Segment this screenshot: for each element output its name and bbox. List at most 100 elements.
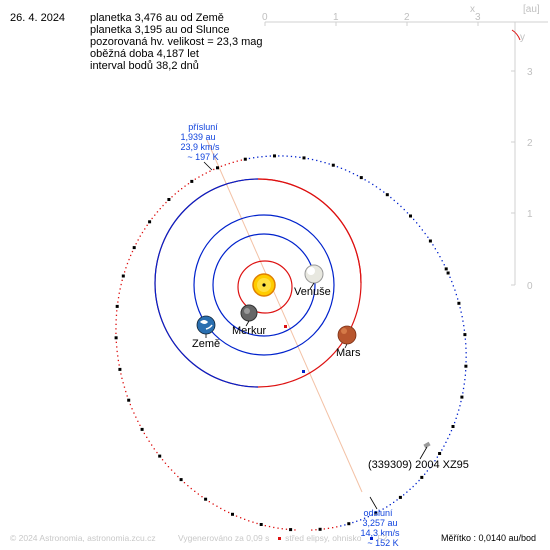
asteroid-orbit-dot: [400, 205, 402, 208]
asteroid-position-point: [190, 179, 194, 183]
asteroid-orbit-dot: [120, 373, 122, 375]
asteroid-orbit-dot: [194, 490, 196, 492]
x-axis-label: x: [470, 4, 475, 15]
asteroid-orbit-dot: [443, 445, 445, 447]
asteroid-position-point: [273, 154, 276, 158]
asteroid-orbit-dot: [257, 156, 259, 158]
asteroid-orbit-dot: [464, 338, 466, 340]
orbit-mercury: [237, 260, 293, 314]
asteroid-orbit-dot: [184, 185, 186, 187]
asteroid-orbit-dot: [235, 515, 238, 517]
asteroid-position-point: [289, 528, 293, 532]
asteroid-orbit-dot: [205, 172, 207, 174]
asteroid-orbit-dot: [248, 157, 251, 160]
asteroid-orbit-dot: [356, 520, 358, 522]
asteroid-orbit-dot: [460, 311, 462, 313]
asteroid-position-point: [115, 304, 119, 308]
asteroid-position-point: [444, 267, 448, 271]
asteroid-orbit-dot: [144, 228, 146, 230]
asteroid-orbit-dot: [268, 525, 271, 528]
y-axis-label: y: [520, 32, 525, 43]
asteroid-orbit-dot: [455, 417, 457, 419]
asteroid-orbit-dot: [434, 460, 436, 462]
asteroid-orbit-dot: [461, 316, 463, 318]
asteroid-orbit-dot: [360, 519, 362, 521]
asteroid-orbit-dot: [187, 183, 190, 185]
asteroid-orbit-dot: [213, 168, 215, 171]
asteroid-orbit-dot: [363, 517, 366, 519]
asteroid-position-point: [132, 246, 136, 250]
asteroid-orbit-dot: [290, 155, 293, 158]
asteroid-orbit-dot: [269, 155, 271, 157]
asteroid-orbit-dot: [434, 248, 436, 250]
asteroid-orbit-dot: [228, 162, 230, 165]
asteroid-orbit-dot: [216, 505, 218, 507]
asteroid-position-point: [347, 522, 351, 526]
asteroid-orbit-dot: [336, 166, 339, 168]
asteroid-position-point: [457, 301, 461, 305]
asteroid-orbit-dot: [208, 501, 210, 503]
asteroid-orbit-dot: [460, 400, 462, 403]
asteroid-orbit-dot: [294, 529, 296, 531]
asteroid-position-point: [446, 271, 450, 275]
asteroid-orbit-dot: [463, 325, 465, 327]
asteroid-orbit-dot: [153, 448, 155, 450]
asteroid-orbit-dot: [372, 183, 374, 186]
apsidal-line: [206, 139, 363, 493]
asteroid-orbit-dot: [375, 186, 378, 188]
asteroid-orbit-dot: [393, 199, 395, 202]
asteroid-orbit-dot: [148, 440, 150, 442]
info-magnitude: pozorovaná hv. velikost = 23,3 mag: [90, 36, 263, 48]
asteroid-orbit-dot: [378, 510, 381, 512]
asteroid-position-point: [318, 527, 322, 531]
asteroid-position-point: [204, 497, 208, 501]
asteroid-orbit-dot: [265, 155, 267, 157]
x-tick-1: 1: [333, 12, 339, 23]
asteroid-orbit-dot: [220, 507, 222, 510]
x-tick-0: 0: [262, 12, 268, 23]
asteroid-orbit-dot: [459, 405, 461, 407]
asteroid-orbit-dot: [441, 449, 443, 451]
asteroid-orbit-dot: [462, 387, 465, 390]
asteroid-orbit-dot: [413, 218, 415, 221]
asteroid-orbit-dot: [465, 361, 467, 363]
aphelion-distance: 3,257 au: [362, 518, 397, 528]
asteroid-orbit-dot: [344, 524, 346, 526]
asteroid-orbit-dot: [323, 528, 325, 530]
asteroid-orbit-dot: [382, 508, 384, 510]
asteroid-orbit-dot: [389, 504, 391, 506]
asteroid-position-point: [428, 239, 432, 243]
asteroid-orbit-dot: [421, 229, 423, 231]
asteroid-orbit-dot: [115, 341, 117, 343]
asteroid-orbit-dot: [232, 161, 234, 163]
asteroid-orbit-dot: [352, 173, 355, 175]
asteroid-orbit-dot: [194, 178, 196, 180]
asteroid-orbit-dot: [340, 525, 342, 527]
ellipse-center-marker: [284, 325, 287, 328]
asteroid-orbit-dot: [220, 165, 223, 167]
asteroid-orbit-dot: [464, 379, 466, 381]
asteroid-orbit-dot: [115, 314, 118, 316]
asteroid-orbit-dot: [164, 462, 167, 464]
asteroid-orbit-dot: [352, 521, 354, 524]
asteroid-orbit-dot: [383, 191, 385, 193]
sun-icon: [252, 273, 276, 297]
perihelion-title: přísluní: [188, 122, 218, 132]
asteroid-orbit-dot: [162, 204, 164, 207]
asteroid-orbit-dot: [439, 256, 441, 258]
asteroid-orbit-dot: [126, 395, 128, 397]
asteroid-orbit-dot: [449, 276, 451, 278]
asteroid-orbit-dot: [465, 352, 467, 354]
asteroid-orbit-dot: [228, 511, 230, 514]
asteroid-orbit-dot: [432, 244, 434, 246]
asteroid-orbit-dot: [396, 499, 398, 501]
asteroid-orbit-dot: [424, 473, 426, 475]
asteroid-orbit-dot: [141, 231, 144, 234]
asteroid-position-point: [179, 478, 183, 482]
asteroid-position-point: [140, 427, 144, 431]
asteroid-orbit-dot: [139, 424, 141, 426]
scale-text: Měřítko : 0,0140 au/bod: [441, 533, 537, 543]
asteroid-orbit-dot: [456, 413, 459, 415]
asteroid-orbit-dot: [146, 224, 148, 226]
